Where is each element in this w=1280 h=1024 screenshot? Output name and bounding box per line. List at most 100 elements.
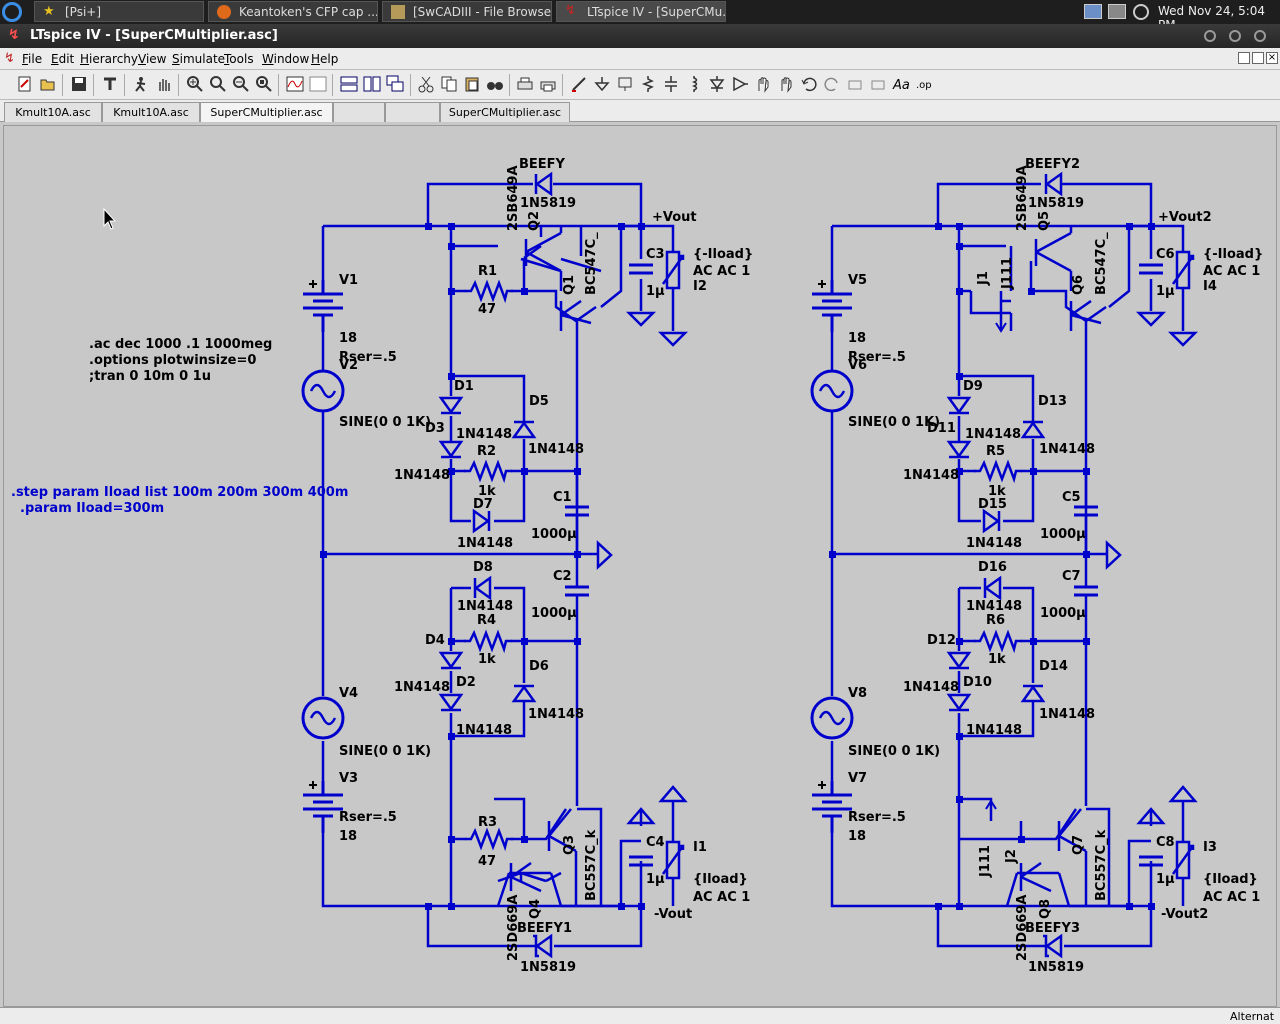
control-panel-icon[interactable] (101, 75, 119, 93)
mdi-minimize-button[interactable] (1238, 52, 1250, 64)
label: Q1 (562, 275, 577, 295)
schematic-drawing[interactable]: .ac dec 1000 .1 1000meg .options plotwin… (4, 126, 1278, 1008)
task-ltspice[interactable]: ↯ LTspice IV - [SuperCMu... (556, 1, 726, 22)
mouse-pointer (103, 207, 117, 230)
tray-icon-display[interactable] (1084, 4, 1102, 19)
print-icon[interactable] (539, 75, 557, 93)
start-icon[interactable] (2, 2, 22, 22)
directive-tran[interactable]: ;tran 0 10m 0 1u (89, 369, 211, 384)
menu-hierarchy[interactable]: Hierarchy (80, 52, 139, 66)
inductor-icon[interactable] (685, 75, 703, 93)
tray-icon-network[interactable] (1108, 4, 1126, 19)
open-icon[interactable] (39, 75, 57, 93)
capacitor-icon[interactable] (662, 75, 680, 93)
label: AC AC 1 (1203, 890, 1260, 905)
label: V6 (848, 358, 867, 373)
directive-options[interactable]: .options plotwinsize=0 (89, 353, 256, 368)
paste-icon[interactable] (463, 75, 481, 93)
label: Q2 (527, 211, 542, 231)
print-setup-icon[interactable] (516, 75, 534, 93)
label: Q5 (1037, 211, 1052, 231)
halt-icon[interactable] (155, 75, 173, 93)
task-firefox[interactable]: Keantoken's CFP cap ... (208, 1, 378, 22)
component-icon[interactable] (731, 75, 749, 93)
label: Rser=.5 (848, 810, 906, 825)
schematic-canvas[interactable]: .ac dec 1000 .1 1000meg .options plotwin… (3, 125, 1277, 1007)
copy-icon[interactable] (440, 75, 458, 93)
task-file-browser[interactable]: [SwCADIII - File Browser] (382, 1, 552, 22)
move-icon[interactable] (754, 75, 772, 93)
cascade-icon[interactable] (386, 75, 404, 93)
menu-tools[interactable]: Tools (224, 52, 254, 66)
redo-icon[interactable] (823, 75, 841, 93)
svg-text:Aa: Aa (892, 78, 910, 93)
menu-window[interactable]: Window (262, 52, 310, 66)
mdi-restore-button[interactable] (1252, 52, 1264, 64)
menu-help[interactable]: Help (311, 52, 339, 66)
diode-icon[interactable] (708, 75, 726, 93)
resistor-icon[interactable] (639, 75, 657, 93)
label: D15 (978, 497, 1007, 512)
close-icon[interactable] (1254, 30, 1266, 42)
menu-edit[interactable]: Edit (51, 52, 75, 66)
draw-wire-icon[interactable] (570, 75, 588, 93)
task-psi[interactable]: ★ [Psi+] (34, 1, 204, 22)
star-icon: ★ (43, 4, 55, 19)
labels-left: BEEFY 1N5819 2SB649A Q2 +Vout R1 47 Q1 B… (339, 157, 753, 975)
label: AC AC 1 (1203, 264, 1260, 279)
menu-file[interactable]: File (22, 52, 43, 66)
rotate-icon[interactable] (846, 75, 864, 93)
zoom-fit-icon[interactable] (255, 75, 273, 93)
spice-directive-icon[interactable]: .op (915, 75, 933, 93)
label: 1N4148 (394, 468, 450, 483)
tab-kmult10a-2[interactable]: Kmult10A.asc (102, 102, 200, 122)
label: R4 (477, 613, 496, 628)
waveform-icon[interactable] (286, 75, 304, 93)
directive-step[interactable]: .step param Iload list 100m 200m 300m 40… (11, 485, 348, 500)
tab-kmult10a-1[interactable]: Kmult10A.asc (4, 102, 102, 122)
zoom-pan-icon[interactable] (209, 75, 227, 93)
save-icon[interactable] (70, 75, 88, 93)
label: -Vout (654, 907, 692, 922)
label-net-icon[interactable] (616, 75, 634, 93)
transistors-right (1019, 226, 1102, 906)
symbols-left (301, 172, 688, 958)
maximize-icon[interactable] (1229, 30, 1241, 42)
menu-simulate[interactable]: Simulate (172, 52, 226, 66)
tab-waveform-1[interactable] (333, 102, 385, 122)
mdi-close-button[interactable]: × (1266, 52, 1278, 64)
label: D14 (1039, 659, 1068, 674)
run-icon[interactable] (132, 75, 150, 93)
mirror-icon[interactable] (869, 75, 887, 93)
label: 1N5819 (1028, 960, 1084, 975)
label: 1000µ (531, 606, 577, 621)
drag-icon[interactable] (777, 75, 795, 93)
autorange-icon[interactable] (309, 75, 327, 93)
label: 1000µ (1040, 527, 1086, 542)
directive-param[interactable]: .param Iload=300m (20, 501, 164, 516)
menu-view[interactable]: View (138, 52, 167, 66)
directive-ac[interactable]: .ac dec 1000 .1 1000meg (89, 337, 272, 352)
label: C1 (553, 490, 572, 505)
label: 1N4148 (903, 680, 959, 695)
zoom-in-icon[interactable] (186, 75, 204, 93)
tile-vertical-icon[interactable] (363, 75, 381, 93)
tile-horizontal-icon[interactable] (340, 75, 358, 93)
label: 1k (478, 484, 496, 499)
text-icon[interactable]: Aa (892, 75, 910, 93)
label: 1k (988, 484, 1006, 499)
ground-icon[interactable] (593, 75, 611, 93)
tab-waveform-2[interactable] (385, 102, 440, 122)
label: C8 (1156, 835, 1175, 850)
label: D6 (529, 659, 549, 674)
minimize-icon[interactable] (1204, 30, 1216, 42)
label: C7 (1062, 569, 1081, 584)
undo-icon[interactable] (800, 75, 818, 93)
new-schematic-icon[interactable] (16, 75, 34, 93)
tab-supercmultiplier-active[interactable]: SuperCMultiplier.asc (200, 102, 333, 122)
zoom-out-icon[interactable] (232, 75, 250, 93)
tab-supercmultiplier[interactable]: SuperCMultiplier.asc (440, 102, 570, 122)
tray-icon-sync[interactable] (1133, 4, 1149, 20)
cut-icon[interactable] (417, 75, 435, 93)
find-icon[interactable] (486, 75, 504, 93)
